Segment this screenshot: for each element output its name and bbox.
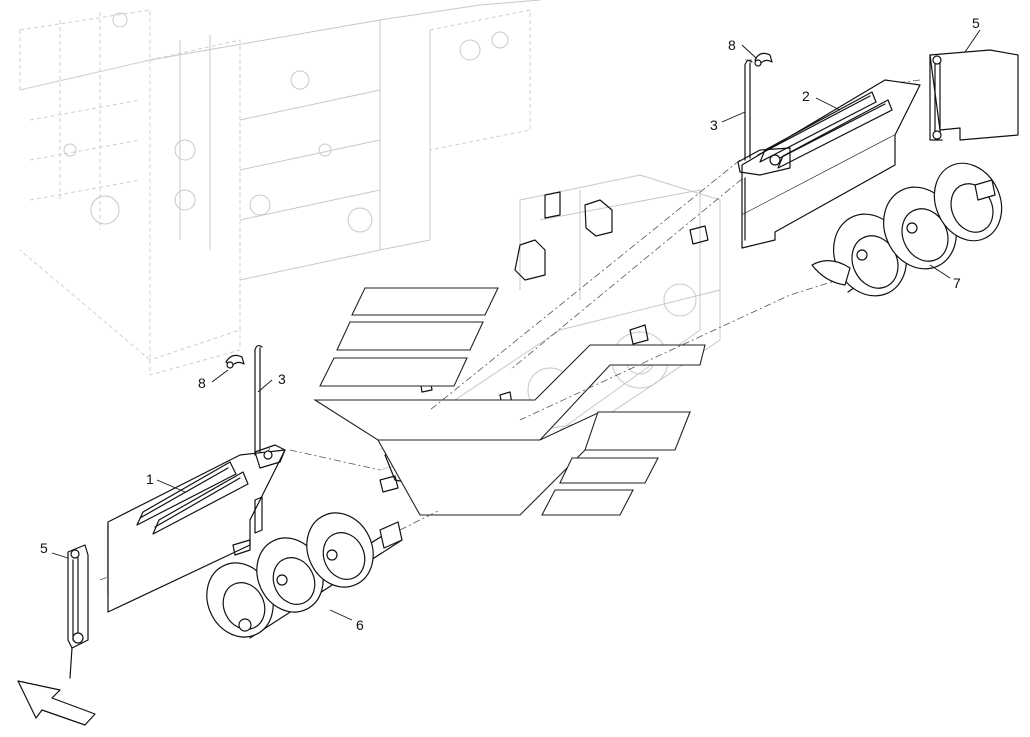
callout-2: 2 [802,88,810,104]
watermark-logo [313,287,706,516]
callout-8-left: 8 [198,375,206,391]
callouts: 1 2 3 3 5 5 6 7 8 8 [40,15,980,633]
direction-arrow-icon [17,680,96,726]
callout-3-left: 3 [278,371,286,387]
shield-plate-right [737,79,921,249]
callout-1: 1 [146,471,154,487]
rod-right [744,59,753,161]
bracket-right [929,49,1019,141]
auger-right [811,162,1003,297]
clip-right [754,52,773,67]
shield-plate-left [107,444,286,613]
ghost-machine-frame [19,0,541,376]
bracket-left [67,544,89,679]
callout-7: 7 [953,275,961,291]
rod-left [254,344,263,456]
callout-8-right: 8 [728,37,736,53]
callout-5-left: 5 [40,540,48,556]
callout-3-right: 3 [710,117,718,133]
auger-left [206,512,403,639]
clip-left [225,354,245,369]
leader-lines [51,29,981,621]
callout-6: 6 [356,617,364,633]
callout-5-right: 5 [972,15,980,31]
